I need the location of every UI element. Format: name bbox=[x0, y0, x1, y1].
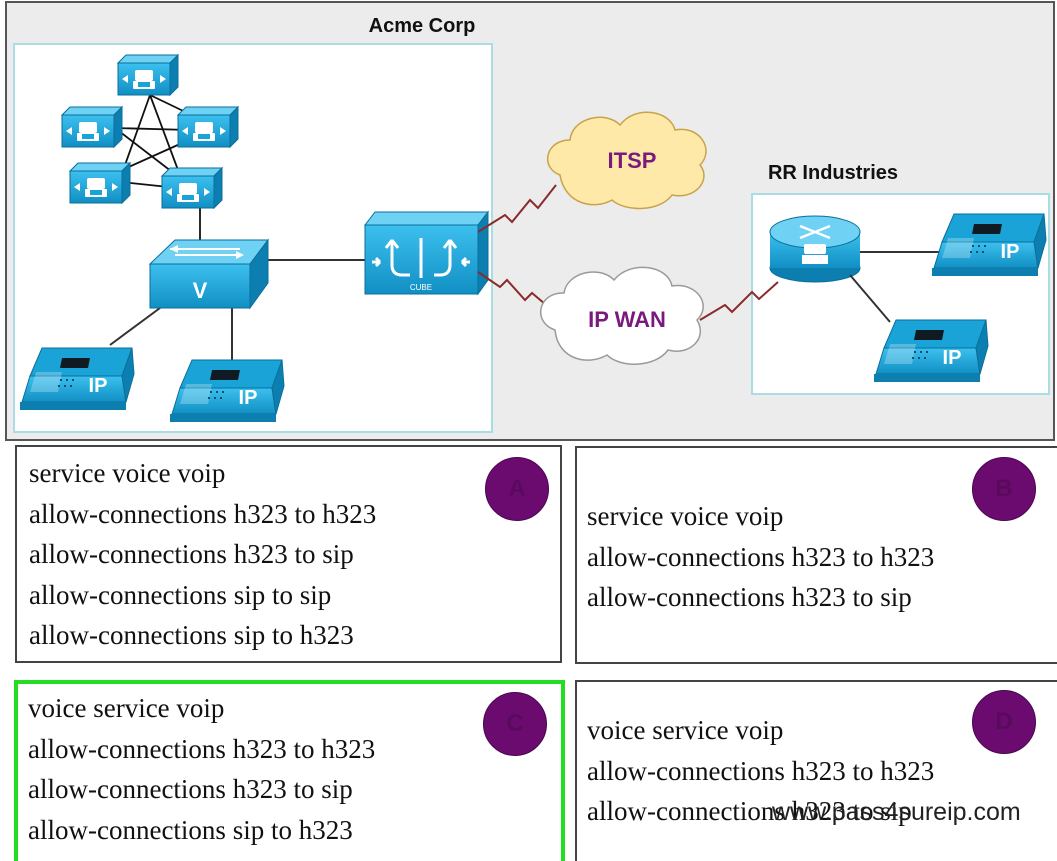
option-b-line: service voice voip bbox=[587, 501, 784, 531]
option-b-box[interactable]: service voice voip allow-connections h32… bbox=[575, 446, 1057, 664]
cme-router-3 bbox=[177, 106, 239, 148]
option-a-line: allow-connections h323 to sip bbox=[29, 539, 354, 569]
rr-label: RR Industries bbox=[768, 162, 898, 184]
switch-label: V bbox=[193, 278, 208, 303]
ip-phones: IP IP IP IP bbox=[19, 213, 1047, 423]
option-c-line: allow-connections h323 to sip bbox=[28, 774, 353, 804]
option-b-line: allow-connections h323 to h323 bbox=[587, 541, 935, 572]
option-d-box[interactable]: voice service voip allow-connections h32… bbox=[575, 680, 1057, 861]
option-b-line: allow-connections h323 to sip bbox=[587, 582, 912, 612]
svg-text:IP: IP bbox=[239, 387, 258, 409]
switch-links bbox=[109, 259, 365, 360]
option-c-line: voice service voip bbox=[28, 693, 225, 723]
watermark: www.pass4sureip.com bbox=[772, 798, 1021, 826]
ip-phone-1: IP bbox=[19, 347, 135, 411]
option-a-box[interactable]: service voice voip allow-connections h32… bbox=[15, 445, 562, 663]
rr-links bbox=[849, 251, 940, 323]
option-d-badge: D bbox=[972, 690, 1036, 754]
option-b-badge: B bbox=[972, 457, 1036, 521]
itsp-label: ITSP bbox=[608, 148, 657, 173]
cme-router-2 bbox=[61, 106, 123, 148]
option-c-box[interactable]: voice service voip allow-connections h32… bbox=[14, 680, 565, 861]
option-a-line: allow-connections h323 to h323 bbox=[29, 498, 377, 529]
svg-text:IP: IP bbox=[1001, 241, 1020, 263]
option-a-line: allow-connections sip to h323 bbox=[29, 620, 354, 650]
svg-text:IP: IP bbox=[943, 347, 962, 369]
ipwan-label: IP WAN bbox=[588, 307, 666, 332]
option-c-line: allow-connections sip to h323 bbox=[28, 814, 353, 845]
ipwan-cloud-icon: IP WAN bbox=[539, 266, 704, 365]
cme-router-5 bbox=[161, 167, 223, 209]
ip-phone-4: IP bbox=[873, 319, 989, 383]
cme-router-4 bbox=[69, 162, 131, 204]
cme-router-1 bbox=[117, 54, 179, 96]
cube-label: CUBE bbox=[410, 283, 432, 292]
option-c-badge: C bbox=[483, 692, 547, 756]
ip-phone-2: IP bbox=[169, 359, 285, 423]
itsp-cloud-icon: ITSP bbox=[546, 111, 707, 210]
svg-text:IP: IP bbox=[89, 375, 108, 397]
option-a-line: allow-connections sip to sip bbox=[29, 579, 332, 610]
option-d-line: allow-connections h323 to sip bbox=[587, 796, 912, 826]
acme-label: Acme Corp bbox=[369, 15, 476, 37]
option-a-badge: A bbox=[485, 457, 549, 521]
option-a-line: service voice voip bbox=[29, 458, 226, 488]
switch-icon: V bbox=[148, 238, 269, 310]
serial-links bbox=[477, 184, 779, 321]
cube-router-icon: CUBE bbox=[363, 210, 490, 296]
option-c-line: allow-connections h323 to h323 bbox=[28, 733, 376, 764]
option-d-line: allow-connections h323 to h323 bbox=[587, 755, 935, 786]
option-d-line: voice service voip bbox=[587, 715, 784, 745]
ip-phone-3: IP bbox=[931, 213, 1047, 277]
rr-router-icon bbox=[769, 215, 861, 283]
